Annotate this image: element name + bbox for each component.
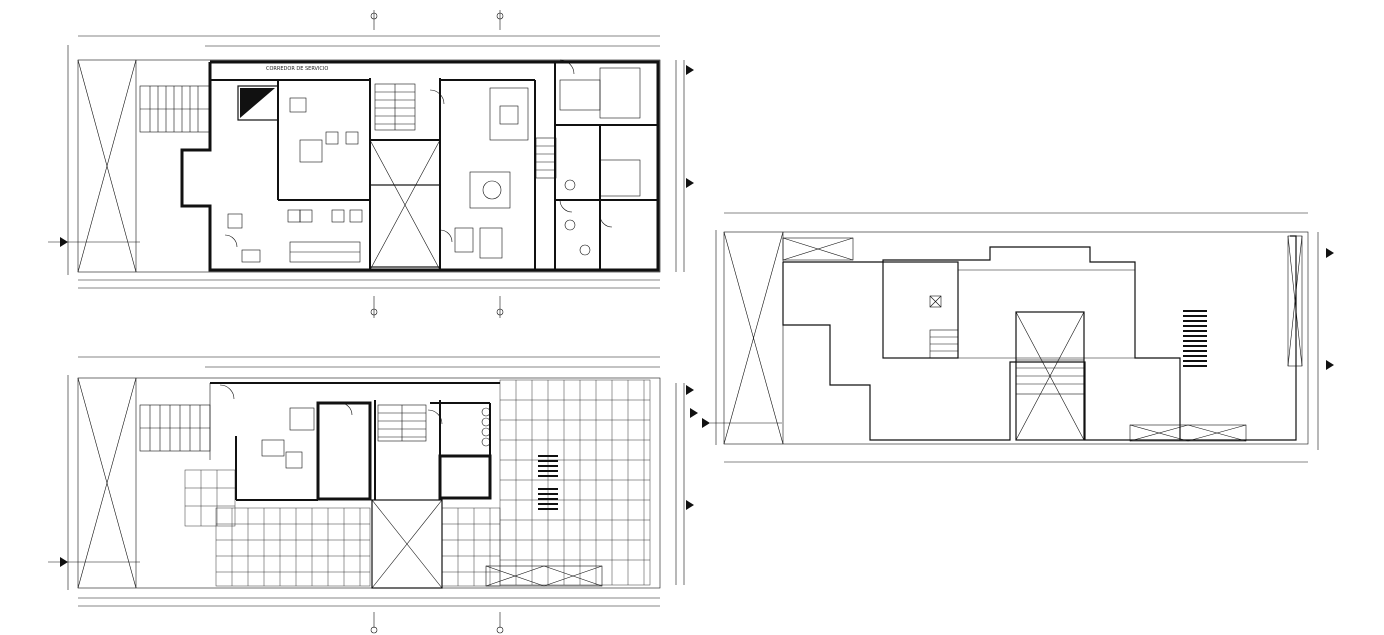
ground-floor-door-swings	[224, 59, 613, 248]
upper-floor-walls	[209, 382, 500, 501]
upper-floor-section-marker-icons	[48, 385, 698, 634]
section-marker-icons	[48, 12, 694, 316]
ground-floor-furniture	[227, 67, 641, 263]
terrace-floor-grid	[184, 379, 651, 587]
ground-floor-plan: CORREDOR DE SERVICIO	[48, 10, 694, 318]
roof-core-block	[882, 261, 959, 359]
roof-void-cross	[1015, 311, 1085, 441]
ground-floor-dimension-lines	[67, 10, 685, 318]
ground-floor-label: CORREDOR DE SERVICIO	[266, 66, 328, 72]
roof-lot-boundary	[723, 231, 1309, 445]
roof-stair	[929, 295, 959, 359]
elevator-shaft-mark	[240, 88, 275, 118]
roof-section-marker-icons	[702, 248, 1334, 428]
roof-front-yard-cross	[723, 231, 784, 445]
ground-floor-void-cross	[369, 139, 441, 271]
front-yard-cross	[77, 59, 137, 273]
upper-front-yard-cross	[77, 377, 137, 589]
upper-floor-stair	[139, 404, 427, 452]
upper-void-cross	[371, 499, 443, 589]
roof-outline	[783, 235, 1297, 441]
roof-water-tank-cross	[782, 235, 1303, 442]
lot-boundary	[77, 59, 661, 273]
upper-floor-drain-patches	[538, 455, 558, 510]
roof-dimension-lines	[715, 212, 1319, 463]
upper-lot-boundary	[77, 377, 661, 589]
roof-plan	[702, 212, 1334, 463]
upper-floor-dimension-lines	[67, 356, 685, 628]
ground-floor-stair	[139, 83, 557, 179]
upper-floor-plan	[48, 356, 698, 634]
upper-floor-door-swings	[219, 384, 443, 425]
upper-floor-furniture	[261, 407, 603, 587]
roof-drain-patch	[1183, 310, 1207, 367]
